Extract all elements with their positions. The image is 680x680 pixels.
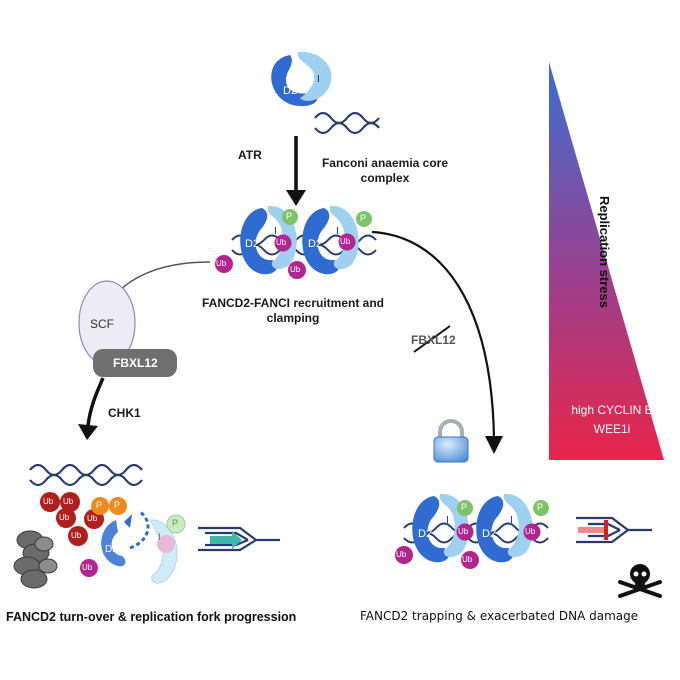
fbxl12-crossed-label: FBXL12 [411,333,456,347]
ub-label: Ub [87,514,98,523]
d2-label-mid-2: D2 [308,238,323,250]
ub-label: Ub [340,237,351,246]
i-label-top: I [317,74,320,85]
ub-label: Ub [71,531,82,540]
p-light-circle [166,514,186,534]
ub-circle [456,523,474,541]
p-circle [457,500,473,516]
d2-label-trap-2: D2 [482,528,497,540]
top-fancd2-fanci-icon [271,51,332,107]
right-clamp-2 [476,493,533,563]
replication-stress-label: Replication stress [597,196,612,308]
fancd2-release [101,510,150,567]
ub-chain-red [40,492,104,546]
fbxl12-strike [413,325,451,353]
ub-label: Ub [43,497,54,506]
ub-label: Ub [276,238,287,247]
proteasome [13,530,58,589]
ub-circle [80,559,98,577]
left-caption: FANCD2 turn-over & replication fork prog… [6,610,297,624]
p-orange-circle [91,497,109,515]
ub-circle [461,551,479,569]
p-orange-circle [109,497,127,515]
i-label-trap-1: I [446,515,449,526]
ub-label: Ub [462,555,473,564]
fork-block-icon [578,520,608,540]
ub-circle [395,546,413,564]
ub-label: Ub [63,497,74,506]
right-caption: FANCD2 trapping & exacerbated DNA damage [360,609,639,623]
wee1i-label: WEE1i [593,422,631,436]
right-arc [371,230,496,441]
ub-label: Ub [216,259,227,268]
ub-circle [274,234,292,252]
i-label-trap-2: I [510,515,513,526]
d2-label-release: D2 [105,544,118,555]
p-label: P [537,502,544,512]
ub-label: Ub [290,265,301,274]
high-cyclin-e-label: high CYCLIN E [571,403,653,417]
d2-label-trap-1: D2 [418,528,433,540]
p-label: P [286,211,293,221]
p-circle [533,500,549,516]
ub-circle [338,233,356,251]
fork-progress-arrow [210,531,242,549]
skull-crossbones-icon [618,564,662,598]
p-label: P [96,500,103,510]
fbxl12-label: FBXL12 [113,356,158,370]
ub-light-circle [157,535,175,553]
ub-label: Ub [525,527,536,536]
scf-label: SCF [90,317,114,331]
d2-label-mid-1: D2 [245,238,260,250]
p-label: P [360,213,367,223]
ub-label: Ub [59,513,70,522]
recruitment-label: FANCD2-FANCI recruitment and clamping [201,296,385,325]
ub-circle [215,255,233,273]
i-label-release: I [158,532,161,542]
ub-label: Ub [458,527,469,536]
p-circle [356,211,372,227]
middle-clamp-2 [302,205,359,275]
replication-stress-gradient [549,62,664,460]
lock-icon [433,419,469,463]
p-label-light: P [172,518,179,528]
ub-label: Ub [396,550,407,559]
core-complex-label: Fanconi anaemia core complex [321,156,449,185]
d2-label-top: D2 [283,85,298,97]
ub-circle [523,523,541,541]
top-dna-helix [314,111,380,135]
fbxl12-pill [93,349,177,377]
p-circle [282,209,298,225]
p-label: P [461,502,468,512]
p-label: P [114,500,121,510]
i-label-mid-1: I [274,226,277,237]
i-label-mid-2: I [336,226,339,237]
chk1-label: CHK1 [108,406,141,420]
ub-label: Ub [82,563,93,572]
left-bottom-dna [29,463,143,487]
ub-circle [288,261,306,279]
left-arc [119,261,211,291]
atr-label: ATR [238,148,262,162]
left-arrow [86,377,105,427]
